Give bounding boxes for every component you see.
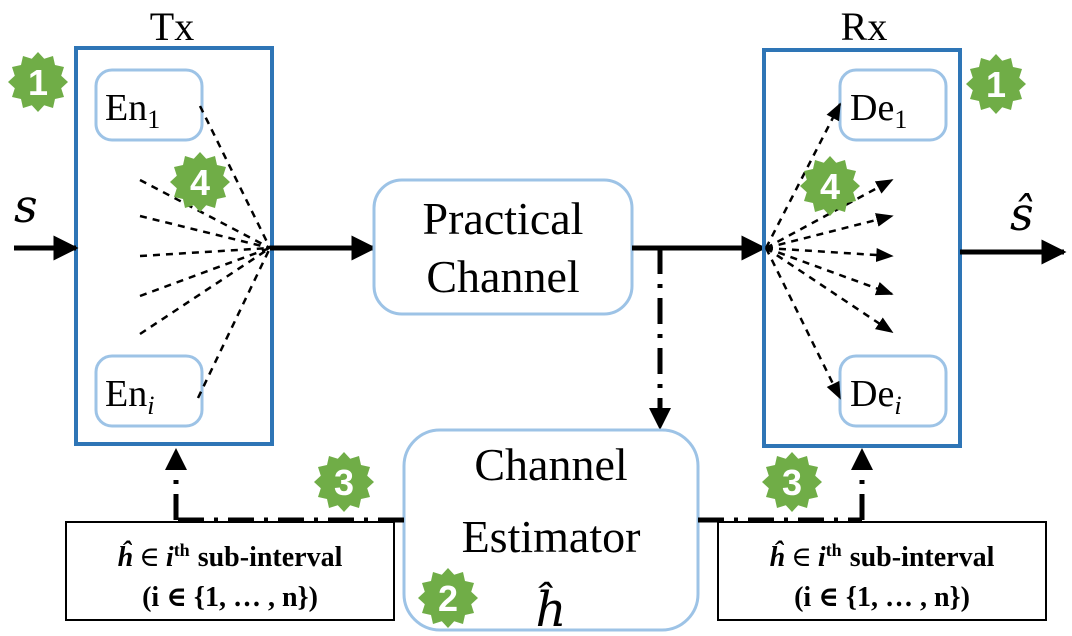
- input-signal-label: s: [14, 179, 38, 233]
- feedback-to-rx: [698, 448, 873, 523]
- rx-subinterval-box: ĥ∈ith sub-interval (i ∈ {1, … , n}): [717, 521, 1047, 621]
- badge-4-tx: 4: [170, 152, 230, 212]
- rx-decoder-fan: [764, 102, 894, 400]
- rx-h-symbol: ĥ: [770, 541, 786, 573]
- decoder-i-subscript: i: [894, 391, 901, 420]
- estimator-label-line1: Channel: [474, 439, 627, 490]
- estimator-symbol: ĥ: [536, 581, 567, 636]
- badge-4-rx: 4: [800, 156, 860, 216]
- badge-1-rx: 1: [966, 54, 1026, 114]
- encoder-i-label: En: [105, 373, 147, 415]
- rx-i-symbol: i: [818, 542, 826, 573]
- encoder-i-box: Eni: [94, 354, 204, 428]
- svg-text:En1: En1: [105, 87, 160, 134]
- tx-subinterval-box: ĥ∈ith sub-interval (i ∈ {1, … , n}): [65, 521, 395, 621]
- svg-text:3: 3: [782, 462, 802, 503]
- badge-1-tx: 1: [8, 52, 68, 112]
- tx-in-symbol: ∈: [139, 542, 160, 573]
- rx-sub-interval: sub-interval: [850, 542, 995, 573]
- encoder-1-subscript: 1: [147, 105, 160, 134]
- tx-sub-interval: sub-interval: [198, 542, 343, 573]
- tx-i-symbol: i: [166, 542, 174, 573]
- channel-label-line2: Channel: [426, 251, 579, 302]
- svg-text:1: 1: [28, 62, 48, 103]
- feedback-to-tx: [165, 448, 404, 523]
- encoder-i-subscript: i: [147, 391, 154, 420]
- svg-text:Dei: Dei: [850, 373, 902, 420]
- svg-text:4: 4: [190, 162, 210, 203]
- svg-text:2: 2: [438, 578, 458, 619]
- decoder-1-subscript: 1: [894, 105, 907, 134]
- tx-th: th: [174, 540, 190, 560]
- badge-2-estimator: 2: [418, 568, 478, 628]
- rx-index-range: (i ∈ {1, … , n}): [794, 582, 970, 613]
- channel-to-estimator-arrowhead: [649, 408, 671, 430]
- encoder-1-label: En: [105, 87, 147, 129]
- rx-in-symbol: ∈: [791, 542, 812, 573]
- rx-block: [762, 48, 962, 448]
- tx-h-symbol: ĥ: [118, 541, 134, 573]
- tx-index-range: (i ∈ {1, … , n}): [142, 582, 318, 613]
- estimator-label-line2: Estimator: [462, 511, 641, 562]
- rx-th: th: [826, 540, 842, 560]
- channel-estimator-box: Channel Estimator ĥ: [402, 428, 700, 636]
- tx-encoder-fan: [139, 105, 272, 399]
- practical-channel-box: Practical Channel: [372, 178, 634, 316]
- tx-title: Tx: [150, 4, 194, 49]
- svg-text:De1: De1: [850, 87, 907, 134]
- decoder-i-label: De: [850, 373, 894, 415]
- decoder-i-box: Dei: [838, 354, 948, 428]
- badge-3-rx: 3: [762, 452, 822, 512]
- encoder-1-box: En1: [94, 68, 204, 142]
- svg-text:3: 3: [334, 462, 354, 503]
- svg-text:4: 4: [820, 166, 840, 207]
- svg-text:Eni: Eni: [105, 373, 154, 420]
- rx-title: Rx: [841, 4, 888, 49]
- decoder-1-box: De1: [838, 68, 948, 142]
- svg-text:1: 1: [986, 64, 1006, 105]
- output-signal-label: ŝ: [1010, 187, 1034, 241]
- channel-label-line1: Practical: [423, 193, 584, 244]
- decoder-1-label: De: [850, 87, 894, 129]
- badge-3-tx: 3: [314, 452, 374, 512]
